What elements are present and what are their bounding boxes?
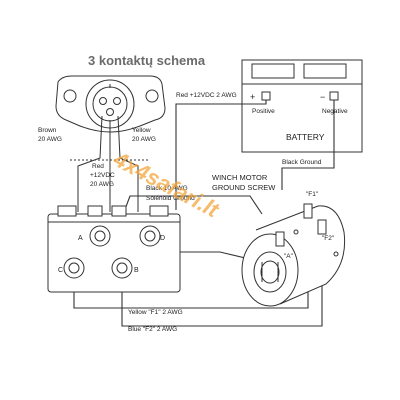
yellow-wire-gauge: 20 AWG bbox=[132, 136, 156, 143]
motor-ground-label: WINCH MOTOR bbox=[212, 173, 268, 182]
battery-plus-sign: + bbox=[250, 92, 255, 102]
red-wire-voltage: +12VDC bbox=[90, 172, 115, 179]
diagram-title: 3 kontaktų schema bbox=[88, 53, 206, 68]
black-ground-cable-label: Black Ground bbox=[282, 159, 322, 166]
yellow-f1-cable-label: Yellow "F1" 2 AWG bbox=[128, 309, 183, 316]
motor-ground-screw-label: GROUND SCREW bbox=[212, 183, 276, 192]
yellow-wire-label: Yellow bbox=[132, 127, 151, 134]
red-battery-cable-label: Red +12VDC 2 AWG bbox=[176, 92, 237, 99]
solenoid bbox=[47, 205, 181, 293]
battery-negative-label: Negative bbox=[322, 108, 348, 115]
battery bbox=[241, 59, 363, 153]
motor-f2-label: "F2" bbox=[322, 235, 335, 242]
brown-wire-gauge: 20 AWG bbox=[38, 136, 62, 143]
battery-label: BATTERY bbox=[286, 132, 325, 142]
battery-minus-sign: − bbox=[320, 92, 325, 102]
motor-a-label: "A" bbox=[284, 253, 294, 260]
battery-positive-label: Positive bbox=[252, 108, 275, 115]
plug-wires bbox=[70, 115, 150, 212]
winch-motor bbox=[241, 203, 346, 307]
black-10awg-cable-label: Black 10 AWG bbox=[146, 185, 188, 192]
motor-f1-label: "F1" bbox=[306, 191, 319, 198]
red-wire-label: Red bbox=[92, 163, 104, 170]
blue-f2-cable-label: Blue "F2" 2 AWG bbox=[128, 326, 177, 333]
terminal-d-label: D bbox=[160, 235, 165, 242]
terminal-a-label: A bbox=[78, 235, 83, 242]
brown-wire-label: Brown bbox=[38, 127, 57, 134]
terminal-b-label: B bbox=[134, 267, 139, 274]
red-wire-gauge: 20 AWG bbox=[90, 181, 114, 188]
terminal-c-label: C bbox=[58, 267, 63, 274]
control-plug bbox=[55, 75, 166, 133]
solenoid-ground-label: Solenoid Ground bbox=[146, 195, 195, 202]
